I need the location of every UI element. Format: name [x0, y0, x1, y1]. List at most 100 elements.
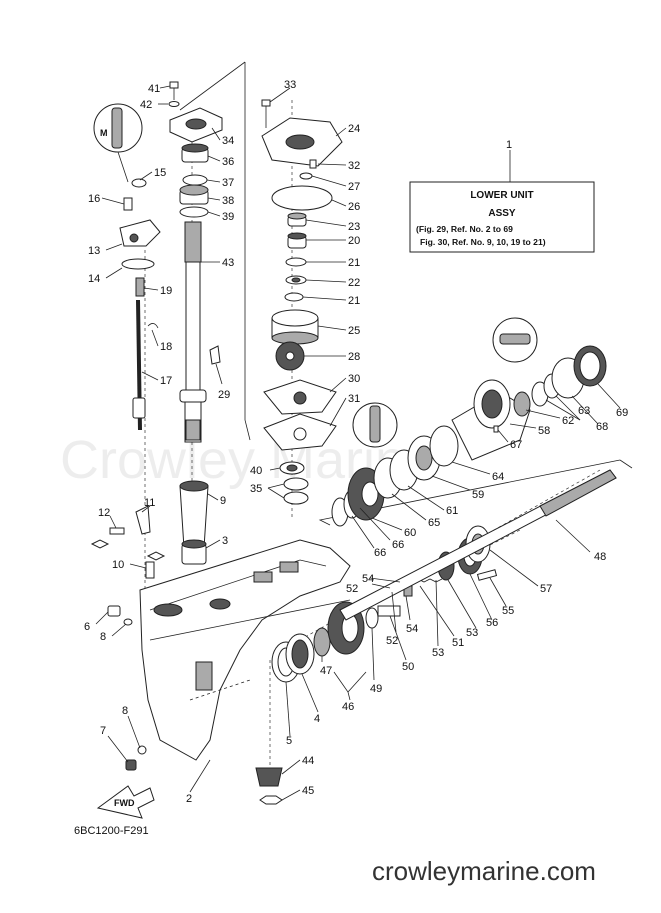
- label-65: 65: [428, 517, 440, 529]
- label-4: 4: [314, 713, 320, 725]
- bolt-33: [261, 99, 271, 107]
- shift-rod-lever-13: [119, 219, 161, 247]
- lower-unit-info-box: LOWER UNIT ASSY (Fig. 29, Ref. No. 2 to …: [409, 181, 595, 253]
- bracket-11: [135, 505, 151, 535]
- shift-plunger-49: [365, 607, 379, 629]
- label-3: 3: [222, 535, 228, 547]
- label-53b: 53: [466, 627, 478, 639]
- label-20: 20: [348, 235, 360, 247]
- label-53a: 53: [432, 647, 444, 659]
- label-61: 61: [446, 505, 458, 517]
- label-33: 33: [284, 79, 296, 91]
- prop-shaft-housing-group: [331, 317, 607, 527]
- info-box-note-line1: (Fig. 29, Ref. No. 2 to 69: [416, 224, 513, 234]
- label-56: 56: [486, 617, 498, 629]
- label-14: 14: [88, 273, 100, 285]
- label-21b: 21: [348, 295, 360, 307]
- bolt-16: [123, 197, 133, 211]
- screw-10: [145, 561, 155, 579]
- group-bracket-lines: [179, 61, 633, 526]
- o-ring-26: [271, 185, 333, 211]
- label-55: 55: [502, 605, 514, 617]
- label-52a: 52: [346, 583, 358, 595]
- grommet-15: [131, 178, 147, 188]
- sleeve-9: [179, 485, 209, 549]
- label-64: 64: [492, 471, 504, 483]
- label-13: 13: [88, 245, 100, 257]
- pin-55: [476, 569, 498, 581]
- pin-29: [209, 345, 221, 365]
- label-46: 46: [342, 701, 354, 713]
- pin-67: [493, 425, 499, 433]
- label-7: 7: [100, 725, 106, 737]
- label-31: 31: [348, 393, 360, 405]
- pin-32: [309, 159, 317, 169]
- label-29: 29: [218, 389, 230, 401]
- o-ring-64: [429, 425, 459, 467]
- washer-8b: [137, 745, 147, 755]
- washer-8a: [123, 618, 133, 626]
- lower-case-group: FWD: [90, 505, 351, 819]
- label-48: 48: [594, 551, 606, 563]
- lower-case-2: [139, 539, 351, 761]
- o-ring-14: [121, 258, 155, 270]
- label-8a: 8: [100, 631, 106, 643]
- label-66a: 66: [374, 547, 386, 559]
- label-69: 69: [616, 407, 628, 419]
- o-ring-27: [299, 172, 313, 180]
- label-35: 35: [250, 483, 262, 495]
- info-box-frame: [409, 181, 595, 253]
- label-36: 36: [222, 156, 234, 168]
- fwd-label: FWD: [114, 798, 135, 808]
- label-16: 16: [88, 193, 100, 205]
- label-21a: 21: [348, 257, 360, 269]
- label-18: 18: [160, 341, 172, 353]
- nut-45: [259, 795, 283, 805]
- info-box-title-line2: ASSY: [488, 208, 516, 219]
- label-68: 68: [596, 421, 608, 433]
- label-58: 58: [538, 425, 550, 437]
- label-47: 47: [320, 665, 332, 677]
- oil-seal-35b: [283, 491, 309, 505]
- label-28: 28: [348, 351, 360, 363]
- impeller-28: [275, 341, 305, 371]
- label-50: 50: [402, 661, 414, 673]
- pinion-44: [255, 767, 283, 787]
- fwd-arrow-icon: [96, 785, 155, 819]
- label-15: 15: [154, 167, 166, 179]
- label-11: 11: [144, 497, 155, 509]
- label-23: 23: [348, 221, 360, 233]
- bushing-39: [179, 206, 209, 218]
- slider-50: [377, 605, 401, 617]
- label-42: 42: [140, 99, 152, 111]
- label-5: 5: [286, 735, 292, 747]
- label-54b: 54: [406, 623, 418, 635]
- info-box-title-line1: LOWER UNIT: [470, 190, 533, 201]
- label-54a: 54: [362, 573, 374, 585]
- clip-18: [147, 323, 159, 329]
- leader-lines: [95, 85, 621, 801]
- label-63: 63: [578, 405, 590, 417]
- label-34: 34: [222, 135, 234, 147]
- label-1: 1: [506, 139, 512, 151]
- label-9: 9: [220, 495, 226, 507]
- label-41: 41: [148, 83, 160, 95]
- needle-bearing-47: [313, 627, 331, 657]
- ring-21b: [284, 292, 304, 302]
- o-ring-37: [182, 174, 208, 186]
- label-8b: 8: [122, 705, 128, 717]
- label-57: 57: [540, 583, 552, 595]
- label-44: 44: [302, 755, 314, 767]
- label-22: 22: [348, 277, 360, 289]
- label-62: 62: [562, 415, 574, 427]
- drive-shaft-group: [168, 81, 223, 565]
- washer-42: [168, 101, 180, 107]
- label-17: 17: [160, 375, 172, 387]
- label-37: 37: [222, 177, 234, 189]
- ring-21a: [285, 257, 307, 267]
- label-32: 32: [348, 160, 360, 172]
- label-10: 10: [112, 559, 124, 571]
- site-footer-text: crowleymarine.com: [372, 856, 596, 886]
- label-59: 59: [472, 489, 484, 501]
- bolt-41: [169, 81, 179, 89]
